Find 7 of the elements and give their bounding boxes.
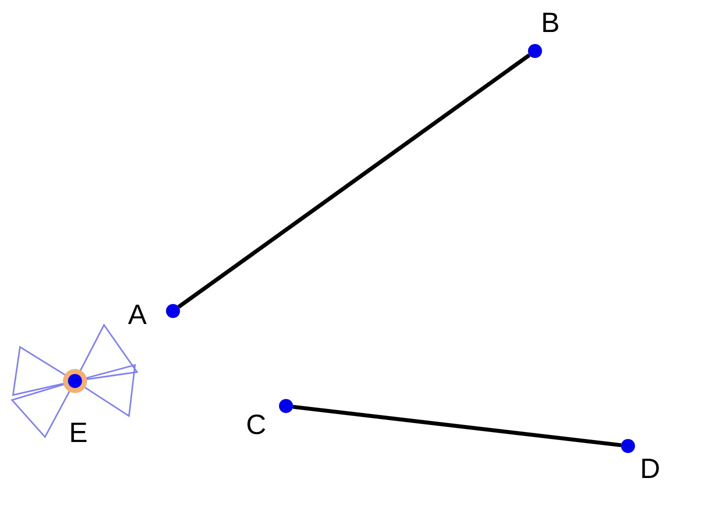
line-segment <box>292 404 622 448</box>
point-label: B <box>541 8 560 38</box>
point-label: E <box>69 418 88 448</box>
point-label: C <box>246 410 266 440</box>
line-segment <box>178 53 530 309</box>
point-label: A <box>128 300 147 330</box>
point-label: D <box>640 454 660 484</box>
